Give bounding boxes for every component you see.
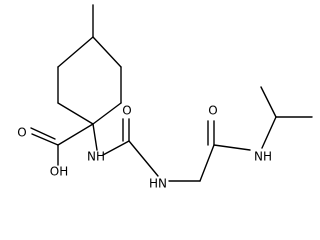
carboxyl-double-bond-b xyxy=(30,127,56,140)
carboxyl-c-bond xyxy=(57,123,94,146)
molecule-diagram: O OH NH O HN O NH xyxy=(17,4,313,191)
ch2-to-amide-c-bond xyxy=(199,144,215,182)
chemical-structure-canvas: O OH NH O HN O NH xyxy=(17,4,313,191)
nh-to-urea-c-bond xyxy=(102,140,130,156)
nh-to-isopropyl-bond xyxy=(261,116,277,149)
isopropyl-left-methyl-bond xyxy=(260,86,277,118)
ring-bond-3 xyxy=(92,102,122,125)
ring-bond-1 xyxy=(92,36,122,68)
atom-nh-amide: NH xyxy=(254,150,272,164)
amide-c-to-nh-bond xyxy=(213,144,251,151)
atom-o-carboxyl: O xyxy=(17,126,26,140)
atom-hn-urea: HN xyxy=(149,177,167,191)
urea-c-to-hn-bond xyxy=(128,140,159,177)
atom-o-urea: O xyxy=(122,104,131,118)
atom-nh-ring: NH xyxy=(87,150,105,164)
ring-bond-6 xyxy=(57,36,94,68)
atom-o-amide: O xyxy=(208,104,217,118)
ring-to-nh-bond xyxy=(92,123,98,151)
carboxyl-double-bond-a xyxy=(31,133,59,146)
atom-oh-carboxyl: OH xyxy=(50,165,68,179)
ring-bond-4 xyxy=(57,102,94,125)
